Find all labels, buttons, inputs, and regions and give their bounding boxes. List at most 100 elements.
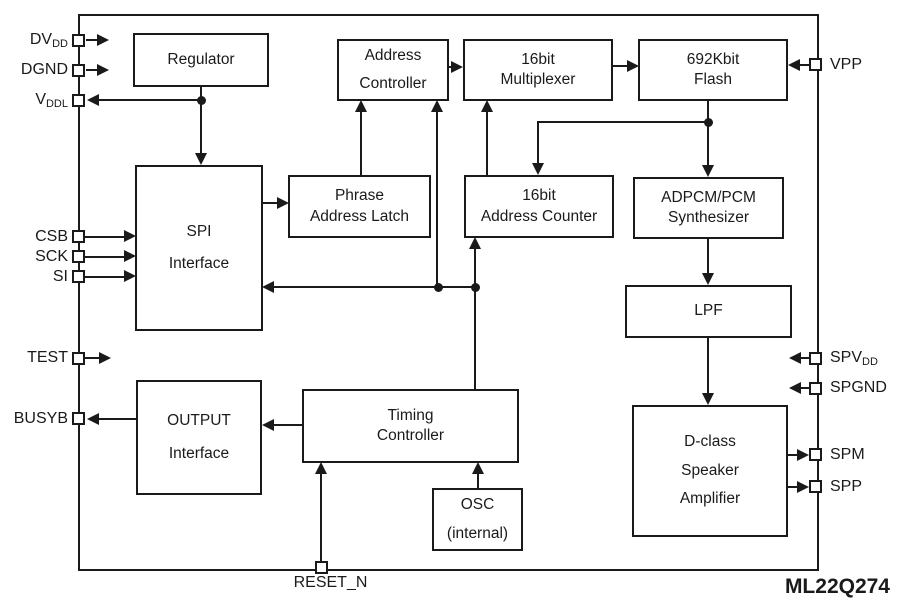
block-label: Interface: [168, 444, 230, 462]
pin-label-sck: SCK: [35, 248, 68, 265]
block-label: D-class: [684, 433, 736, 451]
wire-bus-to-timing-controller: [474, 287, 476, 390]
block-label: Timing: [387, 406, 434, 424]
wire-si: [85, 276, 124, 278]
pin-label-vddl: VDDL: [35, 91, 68, 110]
arrow-reset-to-timing-icon: [315, 462, 327, 474]
block-label: Flash: [694, 71, 732, 88]
block-timing-controller: Timing Controller: [302, 389, 519, 463]
block-lpf: LPF: [625, 285, 792, 338]
block-osc-internal: OSC (internal): [432, 488, 523, 551]
wire-spm: [787, 454, 797, 456]
pin-si: [72, 270, 85, 283]
wire-counter-to-multiplexer: [486, 112, 488, 175]
arrow-controller-to-mux-icon: [451, 61, 463, 73]
pin-label-spp: SPP: [830, 478, 863, 495]
block-692kbit-flash: 692Kbit Flash: [638, 39, 788, 101]
wire-spi-to-phrase-latch: [262, 202, 277, 204]
pin-spvdd: [809, 352, 822, 365]
block-label: Multiplexer: [500, 71, 576, 88]
block-label: Synthesizer: [668, 209, 749, 226]
junction-dot-bus-1: [434, 283, 443, 292]
block-phrase-address-latch: Phrase Address Latch: [288, 175, 431, 238]
block-label: Address: [364, 46, 422, 64]
arrow-vpp-into-flash-icon: [788, 59, 800, 71]
chip-boundary: [78, 14, 819, 571]
block-label: Phrase: [334, 187, 385, 205]
pin-spgnd: [809, 382, 822, 395]
arrow-spgnd-in-icon: [789, 382, 801, 394]
pin-label-test: TEST: [27, 349, 68, 366]
arrow-spm-out-icon: [797, 449, 809, 461]
block-label: ADPCM/PCM: [661, 188, 756, 206]
pin-label-spgnd: SPGND: [830, 379, 887, 396]
wire-osc-to-timing: [477, 474, 479, 488]
arrow-spi-to-latch-icon: [277, 197, 289, 209]
arrow-dvdd-in-icon: [97, 34, 109, 46]
wire-latch-to-address-controller: [360, 112, 362, 175]
block-label: 16bit: [521, 50, 555, 68]
arrow-spvdd-in-icon: [789, 352, 801, 364]
arrow-counter-to-mux-icon: [481, 100, 493, 112]
block-spi-interface: SPI Interface: [135, 165, 263, 331]
wire-sck: [85, 256, 124, 258]
block-label: 16bit: [522, 187, 556, 205]
junction-dot-vddl: [197, 96, 206, 105]
arrow-into-synthesizer-icon: [702, 165, 714, 177]
block-16bit-address-counter: 16bit Address Counter: [464, 175, 614, 238]
pin-label-dgnd: DGND: [20, 61, 68, 78]
block-16bit-multiplexer: 16bit Multiplexer: [463, 39, 613, 101]
wire-lpf-to-amplifier: [707, 337, 709, 393]
block-regulator: Regulator: [133, 33, 269, 87]
block-label: SPI: [186, 222, 212, 240]
wire-vpp: [799, 64, 809, 66]
pin-sck: [72, 250, 85, 263]
wire-synthesizer-to-lpf: [707, 238, 709, 273]
pin-spp: [809, 480, 822, 493]
wire-regulator-to-vddl: [98, 99, 202, 101]
wire-csb: [85, 236, 124, 238]
wire-flash-branch-to-counter: [537, 121, 539, 163]
block-address-controller: Address Controller: [337, 39, 449, 101]
block-label: OSC: [460, 496, 495, 514]
wire-busyb: [99, 418, 136, 420]
block-label: Interface: [168, 255, 230, 272]
pin-label-si: SI: [52, 268, 68, 285]
wire-test: [85, 357, 99, 359]
wire-dvdd: [86, 39, 97, 41]
arrow-latch-to-controller-icon: [355, 100, 367, 112]
block-label: LPF: [694, 302, 723, 320]
pin-label-csb: CSB: [35, 228, 68, 245]
pin-label-vpp: VPP: [830, 56, 863, 73]
wire-dgnd: [86, 69, 97, 71]
pin-dgnd: [72, 64, 85, 77]
arrow-test-in-icon: [99, 352, 111, 364]
wire-flash-branch-horizontal: [538, 121, 709, 123]
block-label: Address Counter: [480, 207, 598, 225]
arrow-mux-to-flash-icon: [627, 60, 639, 72]
arrow-bus-into-spi-icon: [262, 281, 274, 293]
arrow-into-output-interface-icon: [262, 419, 274, 431]
pin-reset-n: [315, 561, 328, 574]
block-label: Amplifier: [679, 490, 741, 508]
block-adpcm-pcm-synthesizer: ADPCM/PCM Synthesizer: [633, 177, 784, 239]
pin-test: [72, 352, 85, 365]
block-label: OUTPUT: [167, 412, 231, 430]
pin-busyb: [72, 412, 85, 425]
block-dclass-speaker-amplifier: D-class Speaker Amplifier: [632, 405, 788, 537]
arrow-dgnd-in-icon: [97, 64, 109, 76]
block-output-interface: OUTPUT Interface: [136, 380, 262, 495]
wire-bus-to-spi: [274, 286, 476, 288]
wire-spvdd: [800, 357, 809, 359]
block-label: Speaker: [681, 461, 739, 479]
wire-bus-to-address-counter: [474, 249, 476, 287]
pin-csb: [72, 230, 85, 243]
arrow-into-lpf-icon: [702, 273, 714, 285]
wire-regulator-to-spi: [200, 86, 202, 153]
wire-reset-to-timing: [320, 474, 322, 562]
block-label: Address Latch: [309, 207, 410, 225]
arrow-spp-out-icon: [797, 481, 809, 493]
block-label: Controller: [359, 75, 427, 92]
arrow-into-counter-bottom-icon: [469, 237, 481, 249]
